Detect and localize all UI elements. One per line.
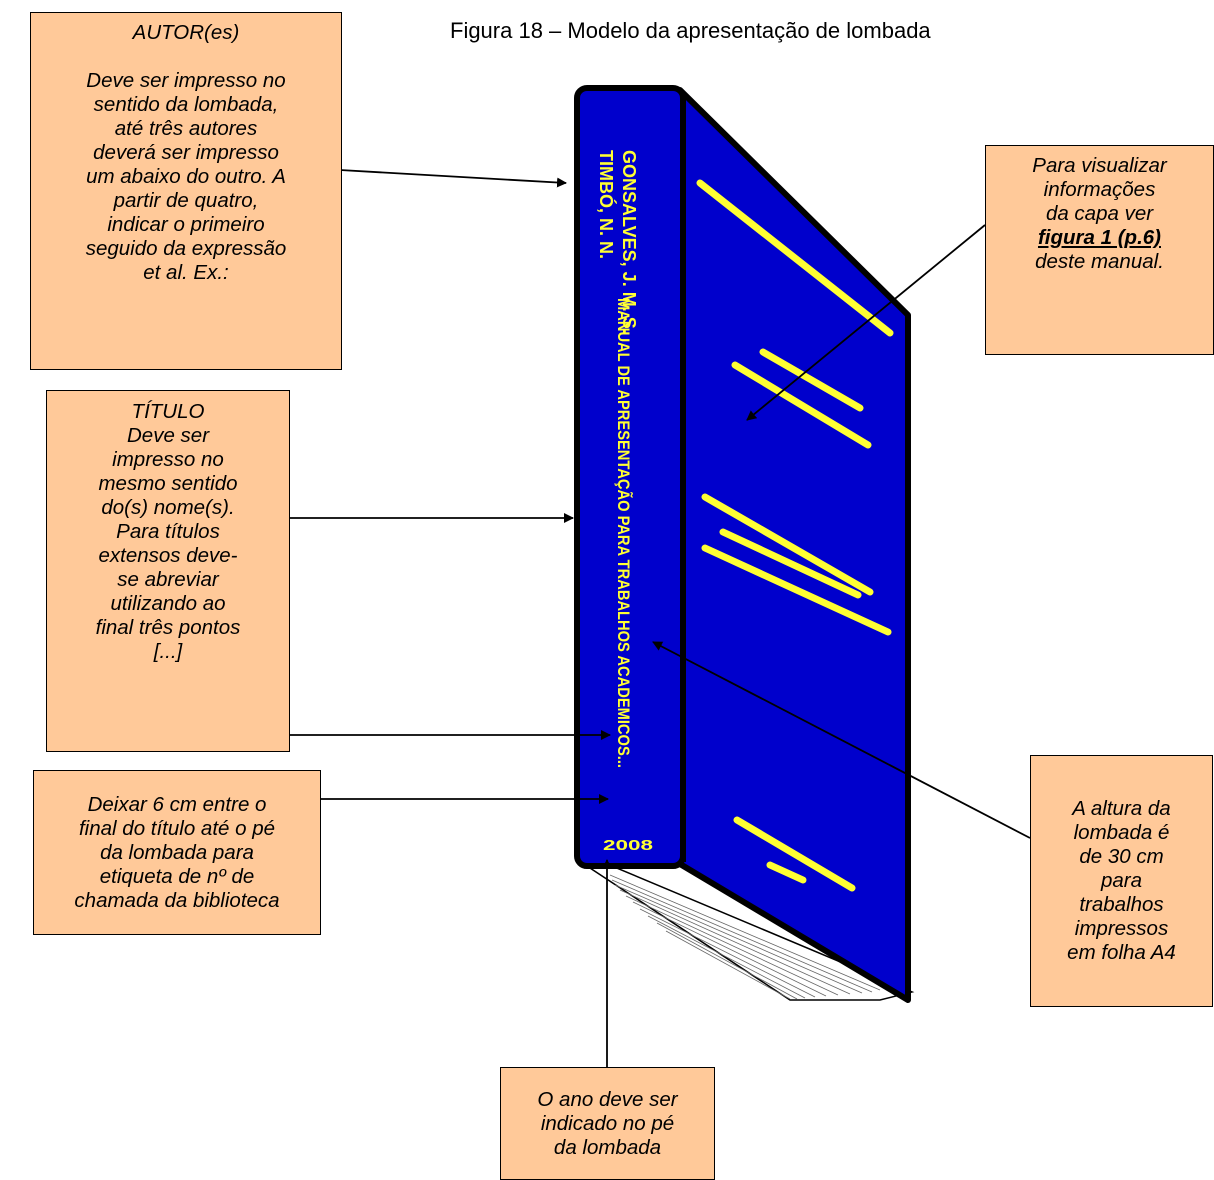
spine-author-1: TIMBÓ, N. N.: [596, 150, 617, 259]
note-autor-line: sentido da lombada,: [93, 93, 279, 116]
cover-stripes: [696, 179, 894, 892]
note-altura-line: lombada é: [1073, 821, 1170, 844]
note-altura-line: de 30 cm: [1079, 845, 1164, 868]
note-altura-line: impressos: [1074, 917, 1169, 940]
note-espaco-line: chamada da biblioteca: [74, 888, 280, 912]
note-autor-line: seguido da expressão: [85, 237, 287, 260]
note-espaco: Deixar 6 cm entre o final do título até …: [33, 770, 321, 935]
note-titulo-line: Para títulos: [116, 520, 220, 543]
note-autor-line: um abaixo do outro. A: [86, 165, 286, 188]
note-capa-line: deste manual.: [1035, 250, 1164, 273]
note-altura-line: para: [1100, 869, 1143, 892]
note-ano-line: indicado no pé: [540, 1111, 675, 1135]
note-espaco-line: da lombada para: [100, 840, 254, 864]
spine-year: 2008: [603, 837, 653, 854]
note-altura-line: trabalhos: [1079, 893, 1164, 916]
note-autor-line: até três autores: [114, 117, 258, 140]
arrow-capa: [746, 224, 986, 421]
note-titulo-line: se abreviar: [117, 568, 219, 591]
note-ano-line: da lombada: [553, 1135, 662, 1159]
note-titulo-line: [...]: [153, 640, 183, 663]
note-espaco-line: etiqueta de nº de: [99, 864, 255, 888]
note-espaco-line: final do título até o pé: [78, 816, 276, 840]
arrow-altura: [652, 641, 1031, 839]
note-autor-line: AUTOR(es): [132, 21, 240, 44]
note-capa: Para visualizar informações da capa ver …: [985, 145, 1214, 355]
note-titulo-line: do(s) nome(s).: [101, 496, 235, 519]
spine-title: MANUAL DE APRESENTAÇÃO PARA TRABALHOS AC…: [614, 298, 634, 768]
note-titulo: TÍTULO Deve ser impresso no mesmo sentid…: [46, 390, 290, 752]
note-autor: AUTOR(es) Deve ser impresso no sentido d…: [30, 12, 342, 370]
note-altura: A altura da lombada é de 30 cm para trab…: [1030, 755, 1213, 1007]
arrow-autor: [339, 169, 567, 188]
note-ano-line: O ano deve ser: [537, 1087, 678, 1111]
note-autor-line: Deve ser impresso no: [86, 69, 286, 92]
note-titulo-line: extensos deve-: [98, 544, 238, 567]
note-altura-line: em folha A4: [1067, 941, 1176, 964]
note-autor-line: et al. Ex.:: [143, 261, 229, 284]
note-altura-line: A altura da: [1072, 797, 1171, 820]
note-autor-line: indicar o primeiro: [107, 213, 265, 236]
note-espaco-line: Deixar 6 cm entre o: [87, 792, 267, 816]
note-capa-line: da capa ver: [1045, 202, 1154, 225]
note-titulo-line: utilizando ao: [110, 592, 226, 615]
note-autor-line: partir de quatro,: [113, 189, 259, 212]
note-ano: O ano deve ser indicado no pé da lombada: [500, 1067, 715, 1180]
note-titulo-line: TÍTULO: [131, 400, 205, 423]
book-spine: [574, 85, 686, 869]
spine-author-2: GONSALVES, J. M. S.: [619, 150, 639, 334]
note-autor-line: deverá ser impresso: [93, 141, 279, 164]
note-titulo-line: mesmo sentido: [98, 472, 238, 495]
figure-title: Figura 18 – Modelo da apresentação de lo…: [450, 18, 931, 43]
note-capa-line: informações: [1043, 178, 1156, 201]
note-titulo-line: Deve ser: [126, 424, 210, 447]
note-titulo-line: impresso no: [112, 448, 224, 471]
note-capa-line: Para visualizar: [1032, 154, 1167, 177]
figure-reference-link[interactable]: figura 1 (p.6): [1037, 226, 1161, 249]
note-titulo-line: final três pontos: [95, 616, 241, 639]
